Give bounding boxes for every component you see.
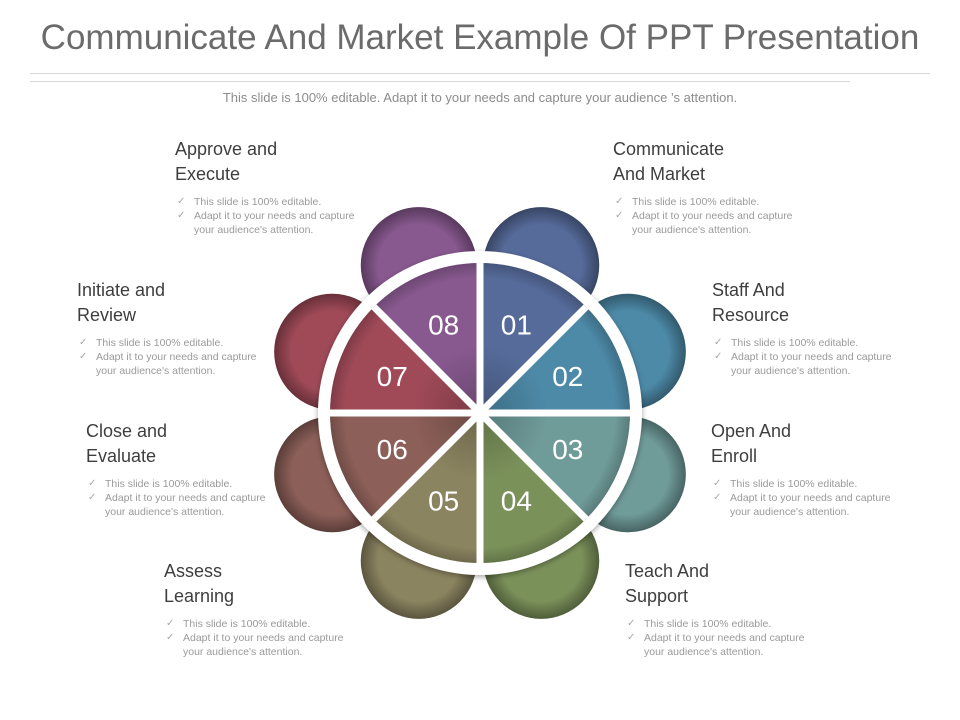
block-heading: Close and Evaluate [86,421,168,466]
check-icon: ✓ [714,351,723,362]
bullet-item: ✓This slide is 100% editable. [88,478,233,490]
block-communicate-and-market: Communicate And Market ✓This slide is 10… [613,137,803,237]
block-teach-and-support: Teach And Support ✓This slide is 100% ed… [625,559,815,659]
block-heading: Initiate and Review [77,280,166,325]
check-icon: ✓ [88,492,97,503]
bullet-item: ✓This slide is 100% editable. [166,618,311,630]
sector-divider [371,304,483,416]
slide-subtitle: This slide is 100% editable. Adapt it to… [222,90,738,105]
block-heading: Assess Learning [164,561,235,606]
bullet-item: ✓This slide is 100% editable. [714,337,859,349]
sector-divider [371,410,483,522]
title-divider-bottom [30,81,850,82]
title-divider-top [30,73,930,74]
bullet-item: ✓Adapt it to your needs and capture your… [713,492,891,518]
check-icon: ✓ [615,210,624,221]
check-icon: ✓ [713,478,722,489]
block-assess-learning: Assess Learning ✓This slide is 100% edit… [164,559,354,659]
segment-number-06: 06 [377,434,408,465]
sector-divider [477,304,589,416]
block-staff-and-resource: Staff And Resource ✓This slide is 100% e… [712,278,902,378]
bullet-item: ✓Adapt it to your needs and capture your… [615,210,793,236]
block-heading: Open And Enroll [711,421,792,466]
slide-title: Communicate And Market Example Of PPT Pr… [40,18,920,57]
block-approve-and-execute: Approve and Execute ✓This slide is 100% … [175,137,365,237]
check-icon: ✓ [713,492,722,503]
bullet-item: ✓Adapt it to your needs and capture your… [627,632,805,658]
segment-number-01: 01 [501,310,532,341]
check-icon: ✓ [627,618,636,629]
check-icon: ✓ [615,196,624,207]
bullet-item: ✓Adapt it to your needs and capture your… [88,492,266,518]
check-icon: ✓ [166,632,175,643]
bullet-item: ✓This slide is 100% editable. [627,618,772,630]
segment-number-07: 07 [377,361,408,392]
block-initiate-and-review: Initiate and Review ✓This slide is 100% … [77,278,267,378]
block-open-and-enroll: Open And Enroll ✓This slide is 100% edit… [711,419,901,519]
block-heading: Approve and Execute [175,139,278,184]
check-icon: ✓ [177,210,186,221]
check-icon: ✓ [88,478,97,489]
bullet-item: ✓This slide is 100% editable. [713,478,858,490]
block-heading: Teach And Support [625,561,710,606]
bullet-item: ✓This slide is 100% editable. [177,196,322,208]
segment-number-08: 08 [428,310,459,341]
segment-number-04: 04 [501,485,532,516]
sector-divider [477,410,589,522]
bullet-item: ✓Adapt it to your needs and capture your… [166,632,344,658]
bullet-item: ✓Adapt it to your needs and capture your… [714,351,892,377]
check-icon: ✓ [79,351,88,362]
bullet-item: ✓This slide is 100% editable. [615,196,760,208]
check-icon: ✓ [166,618,175,629]
check-icon: ✓ [714,337,723,348]
block-heading: Staff And Resource [712,280,790,325]
segment-number-02: 02 [552,361,583,392]
bullet-item: ✓Adapt it to your needs and capture your… [79,351,257,377]
block-close-and-evaluate: Close and Evaluate ✓This slide is 100% e… [86,419,276,519]
segment-number-03: 03 [552,434,583,465]
bullet-item: ✓Adapt it to your needs and capture your… [177,210,355,236]
check-icon: ✓ [627,632,636,643]
check-icon: ✓ [79,337,88,348]
segment-number-05: 05 [428,485,459,516]
block-heading: Communicate And Market [613,139,725,184]
check-icon: ✓ [177,196,186,207]
bullet-item: ✓This slide is 100% editable. [79,337,224,349]
